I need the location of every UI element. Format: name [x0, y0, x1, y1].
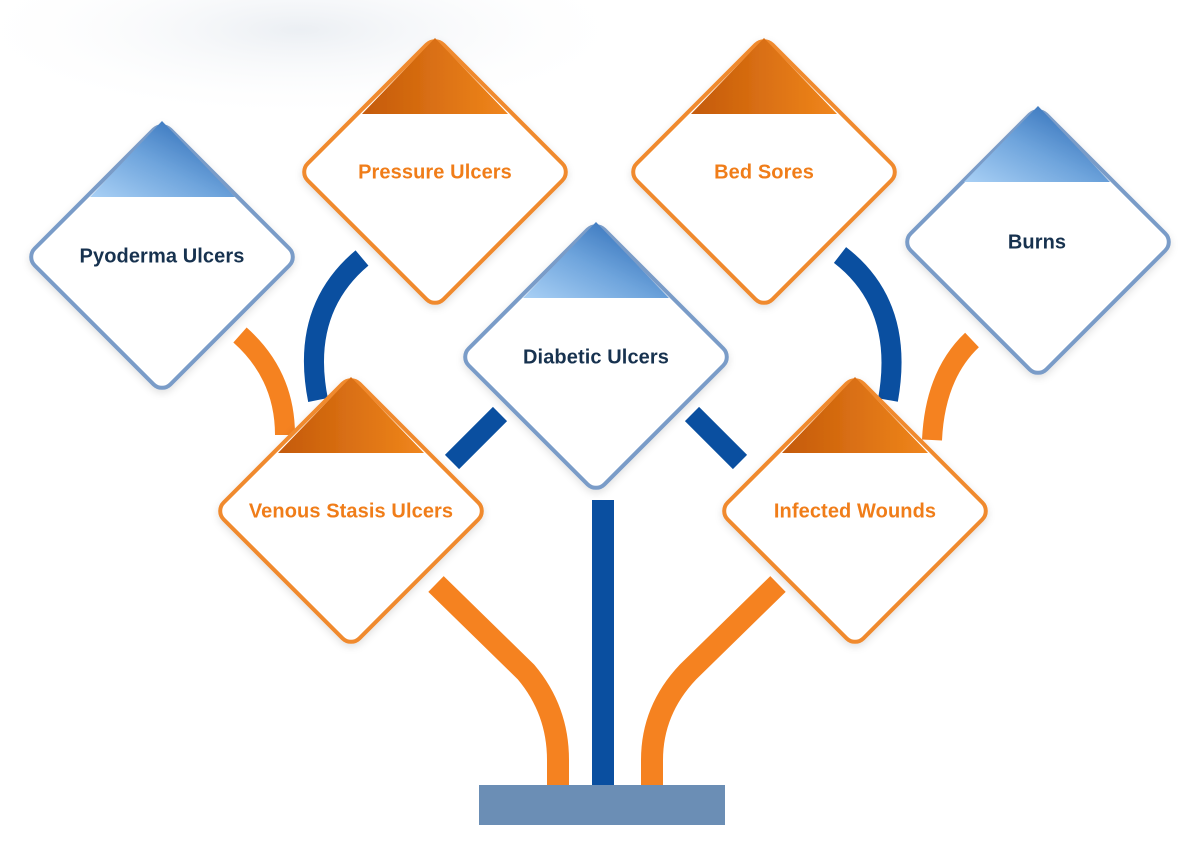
triangle-icon: [90, 121, 235, 197]
label-bed-sores: Bed Sores: [714, 161, 814, 184]
connector-venous-to-base: [428, 576, 569, 790]
node-bed-sores[interactable]: [628, 36, 900, 308]
node-infected-wounds[interactable]: [719, 375, 991, 647]
connectors: [233, 247, 980, 790]
label-venous-stasis-ulcers: Venous Stasis Ulcers: [248, 500, 454, 523]
label-burns: Burns: [1007, 231, 1067, 254]
connector-pyoderma-to-venous: [233, 327, 295, 436]
label-pressure-ulcers: Pressure Ulcers: [358, 161, 512, 184]
triangle-icon: [523, 222, 669, 298]
node-pyoderma-ulcers[interactable]: [26, 121, 298, 393]
node-venous-stasis-ulcers[interactable]: [215, 375, 487, 647]
tree-base: [479, 785, 725, 825]
label-infected-wounds: Infected Wounds: [773, 500, 937, 523]
connector-burns-to-infected: [922, 332, 980, 441]
label-diabetic-ulcers: Diabetic Ulcers: [522, 346, 670, 369]
triangle-icon: [691, 38, 837, 114]
triangle-icon: [278, 377, 424, 453]
node-diabetic-ulcers[interactable]: [460, 221, 732, 493]
connector-bedsores-to-infected: [833, 247, 902, 402]
connector-infected-to-base: [641, 576, 786, 790]
node-burns[interactable]: [902, 106, 1174, 378]
connector-pressure-to-venous: [303, 250, 369, 402]
node-pressure-ulcers[interactable]: [299, 36, 571, 308]
connector-diabetic-to-infected: [684, 406, 748, 470]
triangle-icon: [362, 38, 508, 114]
background-shade: [0, 0, 640, 120]
triangle-icon: [964, 106, 1110, 182]
connector-diabetic-to-venous: [444, 406, 508, 470]
label-pyoderma-ulcers: Pyoderma Ulcers: [79, 245, 245, 268]
triangle-icon: [782, 377, 928, 453]
